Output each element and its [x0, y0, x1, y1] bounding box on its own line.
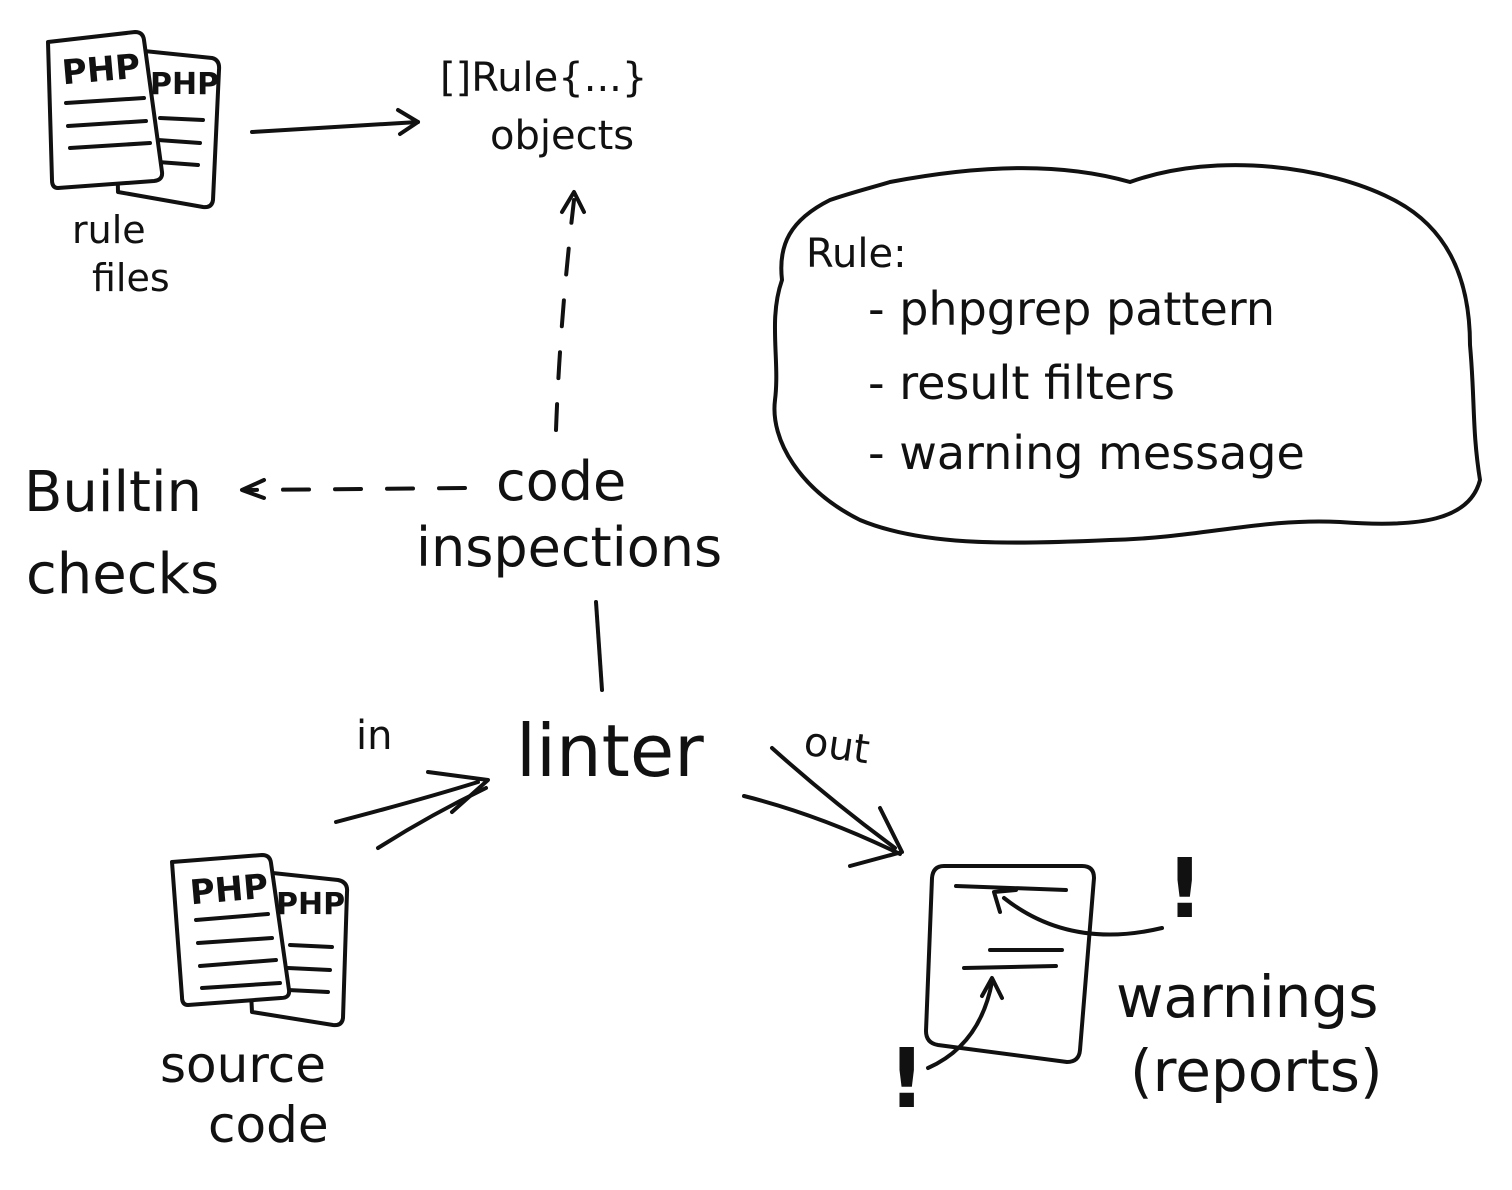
rule-objects-label: objects [490, 113, 635, 159]
arrow-files-to-objects [250, 108, 420, 136]
rule-file-back-lines [156, 116, 205, 167]
source-file-back-lines [286, 943, 334, 994]
line-linter-to-inspections [594, 600, 604, 692]
code-inspections-line2: inspections [416, 516, 723, 579]
builtin-checks-line1: Builtin [24, 460, 203, 525]
warning-mark-top-icon: ! [1166, 842, 1204, 937]
source-code-icon [170, 853, 350, 1028]
pointer-bottom [926, 980, 994, 1070]
rule-file-front-label: PHP [60, 46, 142, 94]
rule-files-icon [46, 30, 222, 210]
source-file-back-page [243, 868, 350, 1028]
warning-mark-bottom-icon: ! [888, 1032, 926, 1127]
source-file-front-label: PHP [188, 866, 270, 914]
linter-in-label: in [356, 713, 393, 759]
warnings-report-icon [924, 864, 1164, 1070]
linter-label: linter [516, 709, 704, 793]
rule-note-title: Rule: [806, 231, 907, 277]
source-code-caption-line2: code [208, 1096, 329, 1154]
rule-objects-type: []Rule{...} [440, 55, 648, 101]
arrow-inspections-to-objects [554, 190, 586, 432]
arrow-linter-to-warnings [742, 746, 904, 868]
warnings-label-line2: (reports) [1130, 1037, 1383, 1105]
report-lines-middle [962, 948, 1064, 970]
rule-note-item-message: - warning message [868, 426, 1305, 480]
rule-note-item-filters: - result filters [868, 356, 1175, 410]
rule-files-caption-line1: rule [72, 208, 146, 252]
report-line-top [954, 884, 1068, 892]
rule-file-front-lines [64, 96, 152, 150]
rule-files-caption-line2: files [92, 256, 170, 300]
source-code-caption-line1: source [160, 1036, 327, 1094]
rule-note-cloud [772, 163, 1482, 545]
source-file-front-lines [194, 912, 282, 990]
arrow-source-to-linter [334, 770, 490, 850]
pointer-top [1002, 896, 1164, 937]
rule-file-back-page [113, 46, 222, 210]
rule-note-item-phpgrep: - phpgrep pattern [868, 282, 1276, 336]
arrow-inspections-to-builtin [240, 478, 467, 500]
source-file-back-label: PHP [276, 887, 346, 922]
linter-out-label: out [801, 718, 873, 774]
builtin-checks-line2: checks [26, 542, 220, 607]
rule-file-back-label: PHP [150, 67, 220, 102]
code-inspections-line1: code [496, 450, 627, 513]
report-page [924, 864, 1096, 1064]
warnings-label-line1: warnings [1116, 963, 1379, 1031]
